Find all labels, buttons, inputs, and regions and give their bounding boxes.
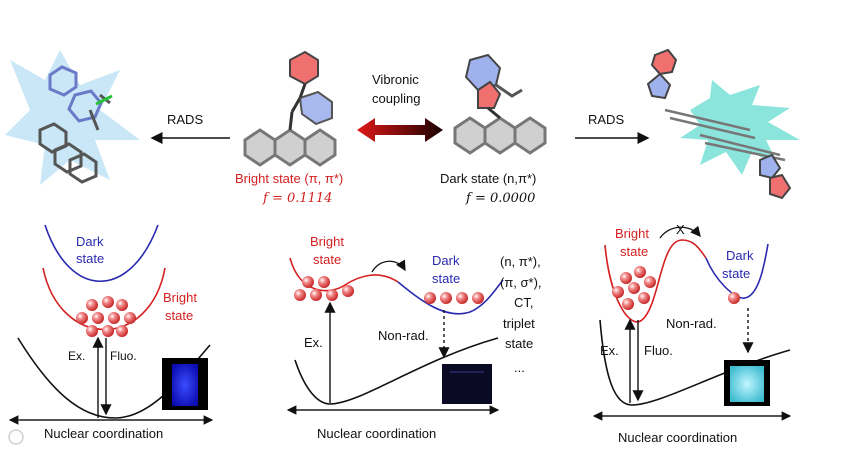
bright-state-text-2: state [165,308,193,323]
blocked-mark: X [676,222,685,237]
ex-label: Ex. [68,349,85,363]
right-panel: Bright state Dark state X Ex. Fluo. Non-… [592,222,792,445]
bright-state-oscillator: f = 0.1114 [262,191,332,206]
x-axis-label: Nuclear coordination [317,426,436,441]
bright-state-text-1: Bright [615,226,649,241]
x-axis-label: Nuclear coordination [44,426,163,441]
exciton-spheres [76,296,136,337]
dark-state-label: Dark state (n,π*) [440,171,536,186]
left-molecule-image [5,50,140,185]
dark-state-text-1: Dark [726,248,754,263]
dark-state-curve [397,279,504,315]
vibronic-double-arrow [357,118,443,142]
bright-state-text-2: state [620,244,648,259]
dark-state-curve [44,224,159,282]
nonrad-label: Non-rad. [378,328,429,343]
nonrad-label: Non-rad. [666,316,717,331]
left-panel: Dark state Bright state Ex. Fluo. Nuclea… [8,224,214,441]
bright-state-curve [604,239,707,323]
dark-state-molecule-image [453,53,547,155]
transfer-arrow [371,259,406,273]
watermark-logo [8,429,24,445]
vial-photo-dark [442,364,492,404]
middle-panel: Bright state Dark state Ex. Non-rad. (n,… [286,234,542,441]
dark-list-6: ... [514,360,525,375]
bright-state-text-2: state [313,252,341,267]
rads-right-label: RADS [588,112,624,127]
vibronic-label-1: Vibronic [372,72,419,87]
ex-label: Ex. [600,343,619,358]
dark-state-oscillator: f = 0.0000 [465,191,535,206]
bright-state-text-1: Bright [310,234,344,249]
dark-list-4: triplet [503,316,535,331]
fluo-label: Fluo. [110,349,137,363]
dark-list-1: (n, π*), [500,254,541,269]
dark-state-curve [705,243,769,299]
bright-state-label: Bright state (π, π*) [235,171,343,186]
dark-state-text-1: Dark [76,234,104,249]
dark-list-2: (π, σ*), [500,275,542,290]
x-axis-label: Nuclear coordination [618,430,737,445]
dark-state-text-2: state [722,266,750,281]
dark-list-3: CT, [514,295,534,310]
rads-left-label: RADS [167,112,203,127]
exciton-spheres [612,266,740,310]
exciton-spheres [294,276,484,304]
vibronic-label-2: coupling [372,91,420,106]
dark-list-5: state [505,336,533,351]
bright-state-curve [289,257,399,292]
dark-state-text-1: Dark [432,253,460,268]
fluo-label: Fluo. [644,343,673,358]
bright-state-molecule-image [243,50,337,167]
blocked-transfer-arrow [659,225,701,239]
ex-label: Ex. [304,335,323,350]
bright-state-text-1: Bright [163,290,197,305]
right-molecule-image [646,48,800,200]
dark-state-text-2: state [76,251,104,266]
dark-state-text-2: state [432,271,460,286]
